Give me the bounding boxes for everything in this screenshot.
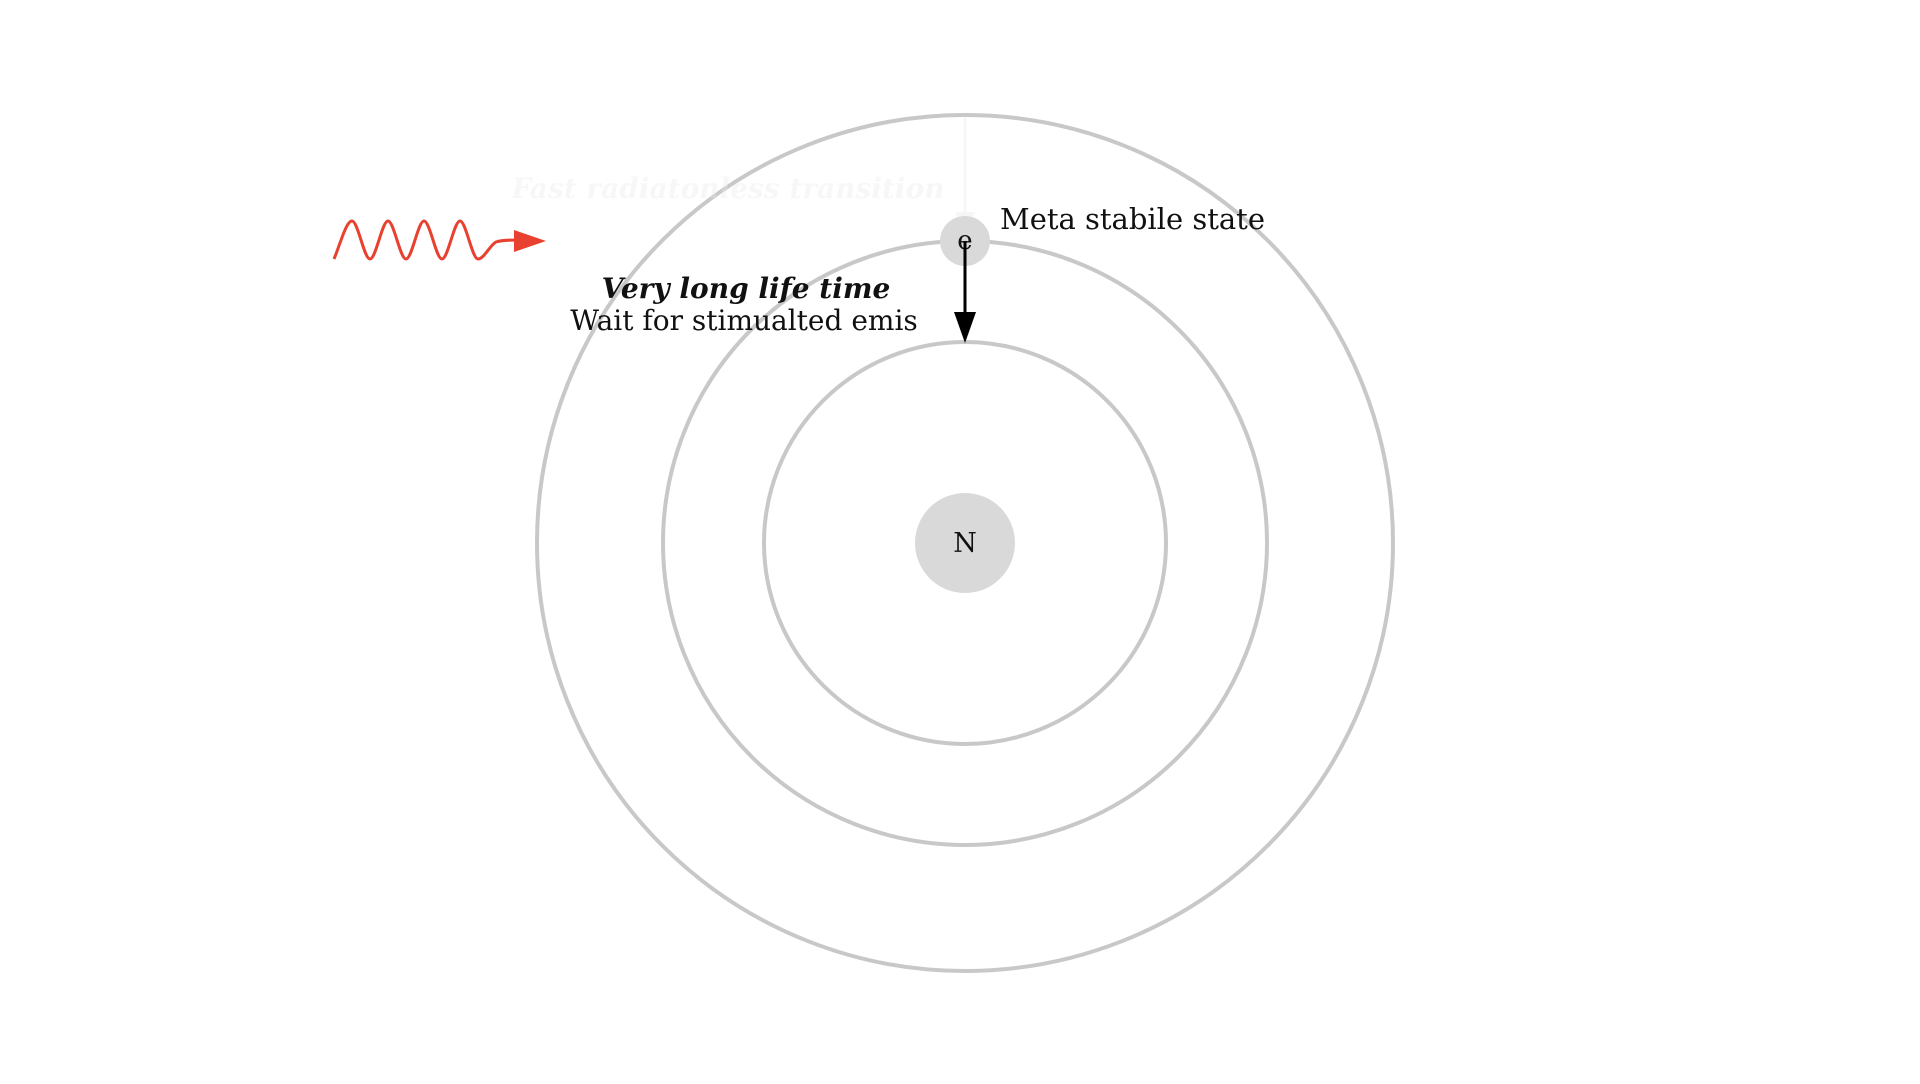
wait-label: Wait for stimualted emis (570, 304, 918, 337)
outer-orbit (535, 113, 1395, 973)
life-time-label: Very long life time (602, 272, 891, 305)
wavy-arrow-icon (332, 219, 519, 261)
faded-transition: Fast radiatonless transition (510, 118, 975, 232)
nucleus (915, 493, 1015, 593)
nucleus-label: N (953, 528, 977, 559)
down-arrow-icon (954, 312, 976, 343)
meta-state-label: Meta stabile state (1000, 202, 1265, 236)
photon-arrowhead (514, 230, 546, 252)
faded-transition-label: Fast radiatonless transition (510, 172, 944, 205)
